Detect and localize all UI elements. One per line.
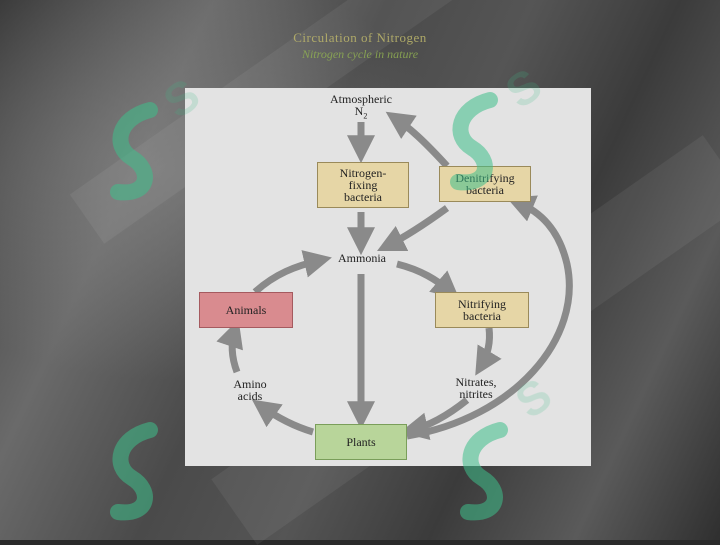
n2-label: N2 xyxy=(311,105,411,122)
slide-title: Circulation of Nitrogen Nitrogen cycle i… xyxy=(0,30,720,62)
nitrogen-fixing-bacteria-box: Nitrogen- fixing bacteria xyxy=(317,162,409,208)
nitrogen-cycle-diagram: Atmospheric N2 Nitrogen- fixing bacteria… xyxy=(185,88,591,466)
arrow-animals-to-ammonia xyxy=(252,250,332,295)
arrow-nitrifying-to-nitrates xyxy=(475,327,502,376)
arrow-nitrates-to-plants xyxy=(400,397,470,441)
plants-box: Plants xyxy=(315,424,407,460)
amino-acids-label: Amino acids xyxy=(233,377,267,403)
title-line-1: Circulation of Nitrogen xyxy=(293,30,427,45)
denitrifying-bacteria-box: Denitrifying bacteria xyxy=(439,166,531,202)
diagram-arrows xyxy=(216,111,573,441)
n2-subscript: 2 xyxy=(363,111,368,121)
arrow-denitrifying-to-n2 xyxy=(385,111,450,169)
atmospheric-n2-label: Atmospheric N2 xyxy=(311,93,411,122)
ammonia-label: Ammonia xyxy=(338,251,386,265)
arrow-plants-to-amino xyxy=(251,399,315,436)
nitrates-nitrites-label: Nitrates, nitrites xyxy=(455,375,497,401)
n2-symbol: N xyxy=(354,104,364,118)
arrow-amino-to-animals xyxy=(216,319,243,374)
atmospheric-label: Atmospheric xyxy=(330,92,392,106)
arrow-ammonia-to-nitrifying xyxy=(396,260,460,300)
title-line-2: Nitrogen cycle in nature xyxy=(301,47,419,61)
nitrifying-bacteria-box: Nitrifying bacteria xyxy=(435,292,529,328)
arrow-denitrifying-to-ammonia xyxy=(376,205,450,252)
arrow-plants-to-denitrifying xyxy=(406,195,573,440)
animals-box: Animals xyxy=(199,292,293,328)
